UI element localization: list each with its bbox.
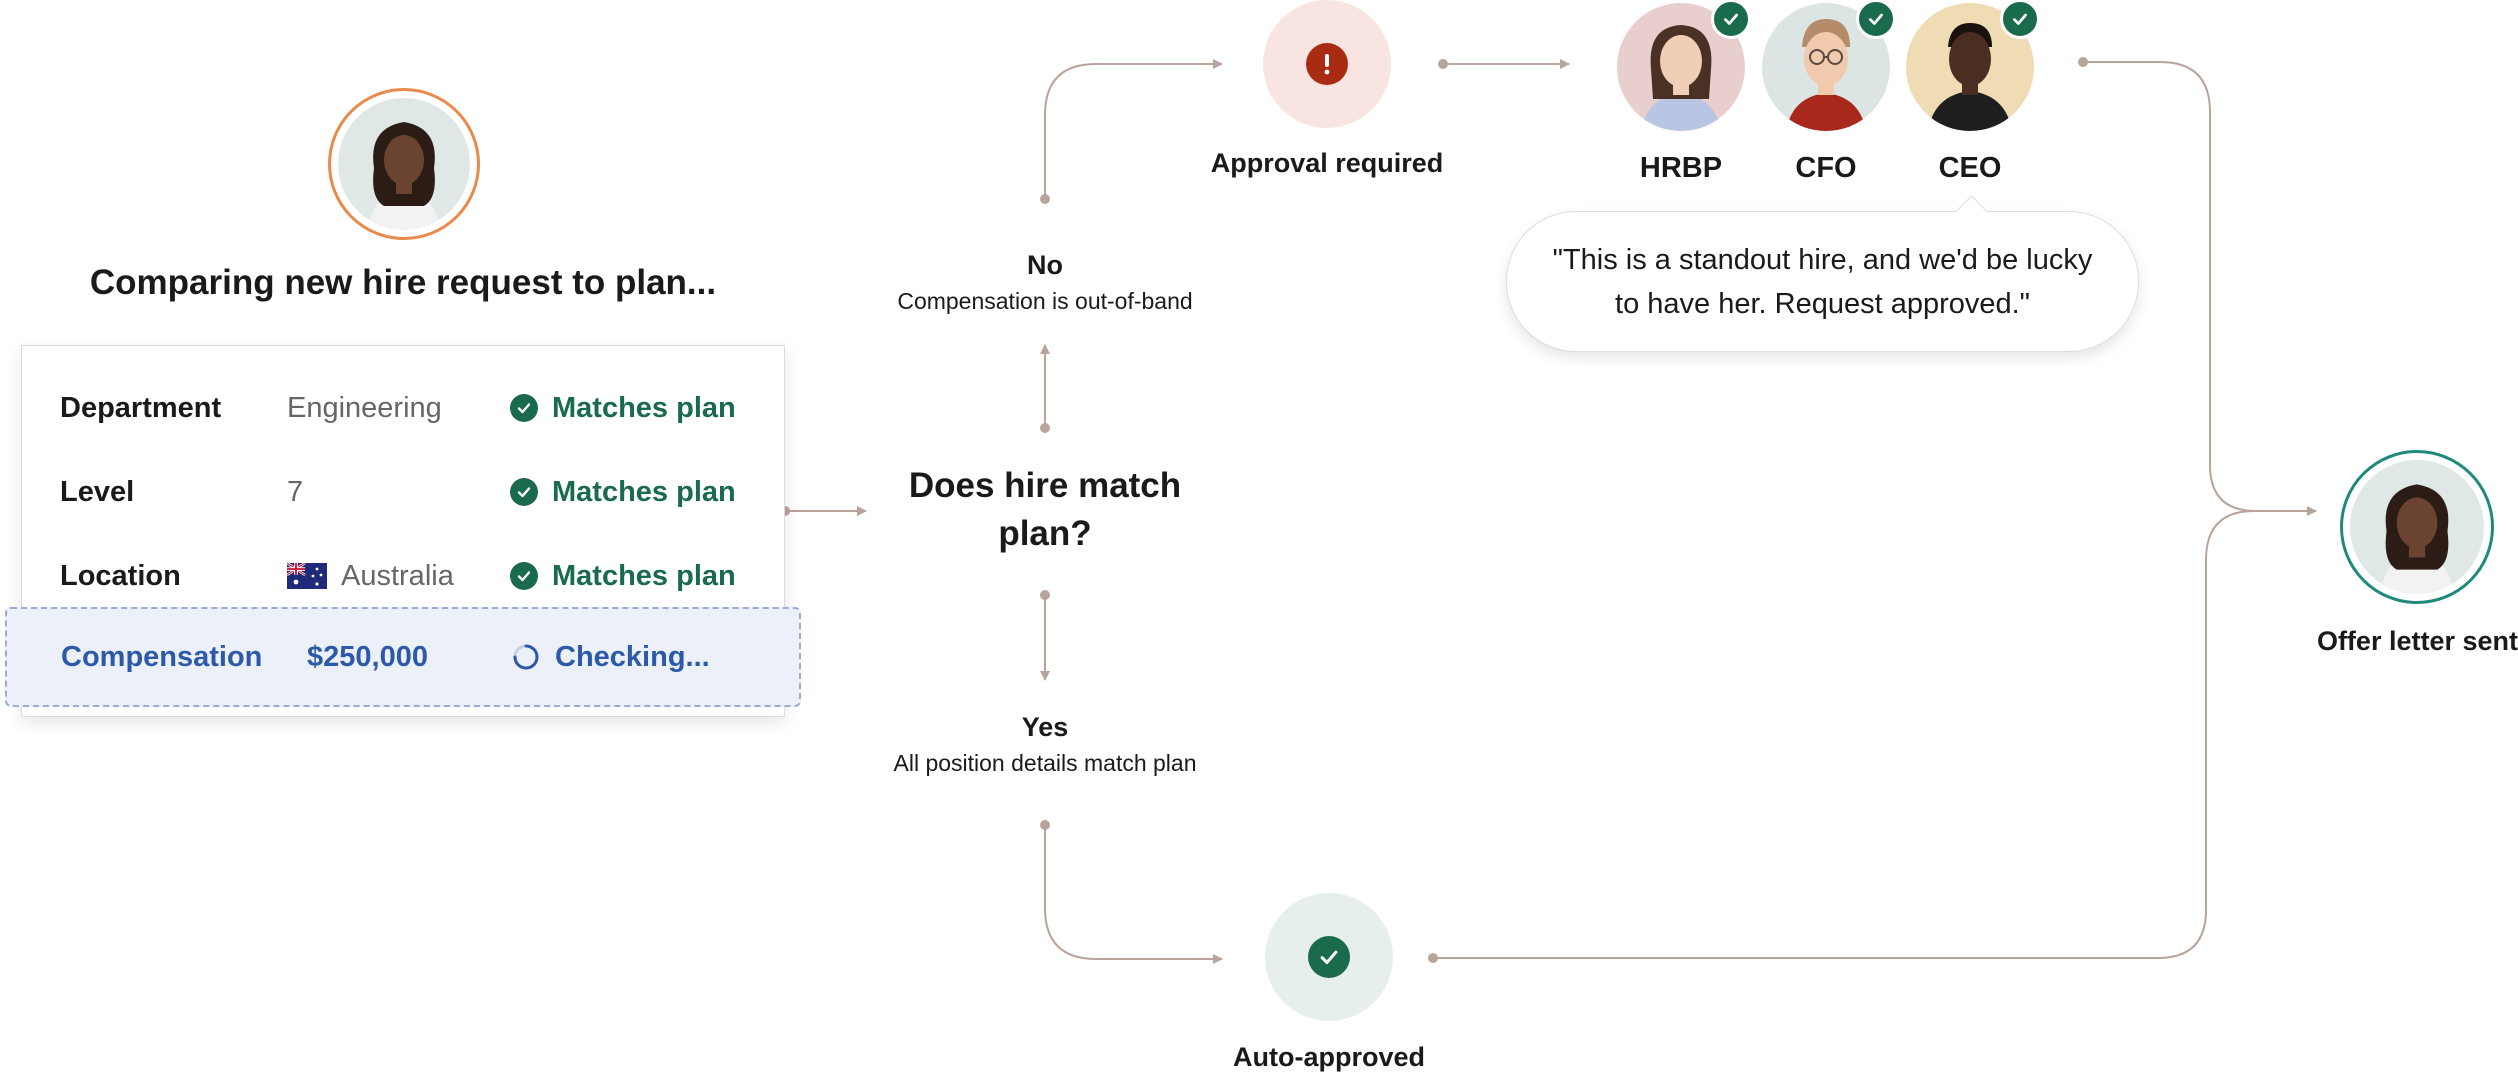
row-value-text: Engineering: [287, 392, 442, 424]
decision-line: plan?: [998, 514, 1092, 553]
row-label: Level: [60, 476, 135, 508]
decision-question: Does hire match plan?: [865, 462, 1225, 558]
check-circle-icon: [510, 562, 538, 590]
row-label: Compensation: [61, 641, 263, 673]
status-text: Checking...: [555, 640, 710, 673]
connector-auto-to-offer: [1433, 510, 2255, 959]
decision-line: Does hire match: [908, 466, 1182, 505]
branch-yes-title: Yes: [1021, 712, 1069, 742]
approved-check-icon: [1856, 0, 1896, 39]
check-circle-icon: [1308, 936, 1350, 978]
person-avatar-icon: [1906, 3, 2034, 131]
row-label: Department: [60, 392, 222, 424]
row-value-text: 7: [287, 476, 304, 508]
approver-cfo: [1762, 0, 1896, 131]
approver-ceo: [1906, 0, 2040, 131]
status-badge: Checking...: [511, 609, 710, 705]
approved-check-icon: [1711, 0, 1751, 39]
approved-check-icon: [2000, 0, 2040, 39]
check-row-department: Department Engineering Matches plan: [22, 366, 784, 450]
requester-avatar: [328, 88, 480, 240]
status-text: Matches plan: [552, 559, 736, 592]
approver-label-ceo: CEO: [1938, 152, 2002, 184]
check-circle-icon: [510, 478, 538, 506]
person-avatar-icon: [2350, 460, 2484, 594]
offer-recipient-avatar: [2340, 450, 2494, 604]
page-title: Comparing new hire request to plan...: [89, 263, 717, 302]
row-value: Australia: [287, 534, 454, 618]
approver-label-cfo: CFO: [1795, 152, 1857, 184]
approval-required-label: Approval required: [1210, 148, 1444, 178]
alert-icon: [1306, 43, 1348, 85]
approval-required-node: [1263, 0, 1391, 128]
status-badge: Matches plan: [510, 534, 736, 618]
check-row-level: Level 7 Matches plan: [22, 450, 784, 534]
status-text: Matches plan: [552, 475, 736, 508]
approver-hrbp: [1617, 0, 1751, 131]
loading-spinner-icon: [513, 644, 539, 670]
auto-approved-label: Auto-approved: [1233, 1042, 1425, 1072]
check-circle-icon: [510, 394, 538, 422]
offer-letter-sent-label: Offer letter sent: [2316, 626, 2518, 656]
status-badge: Matches plan: [510, 450, 736, 534]
status-text: Matches plan: [552, 391, 736, 424]
branch-no-title: No: [1027, 250, 1063, 280]
connector-no-to-approval: [1044, 59, 1223, 199]
connector-yes-to-auto: [1044, 825, 1223, 964]
approval-quote-text: "This is a standout hire, and we'd be lu…: [1552, 243, 2093, 320]
person-avatar-icon: [338, 98, 470, 230]
connector-approvers-to-offer: [2083, 61, 2317, 516]
branch-no-subtitle: Compensation is out-of-band: [897, 288, 1193, 314]
check-row-location: Location Australia Matches plan: [22, 534, 784, 618]
australia-flag-icon: [287, 563, 327, 589]
branch-yes-subtitle: All position details match plan: [893, 750, 1197, 776]
status-badge: Matches plan: [510, 366, 736, 450]
row-value: 7: [287, 450, 303, 534]
check-row-compensation: Compensation $250,000 Checking...: [5, 607, 801, 707]
approval-quote-bubble: "This is a standout hire, and we'd be lu…: [1506, 211, 2139, 352]
auto-approved-node: [1265, 893, 1393, 1021]
row-value: $250,000: [307, 641, 428, 673]
row-value: Engineering: [287, 366, 442, 450]
approver-label-hrbp: HRBP: [1639, 152, 1723, 184]
row-value-text: Australia: [341, 560, 454, 592]
row-label: Location: [60, 560, 181, 592]
